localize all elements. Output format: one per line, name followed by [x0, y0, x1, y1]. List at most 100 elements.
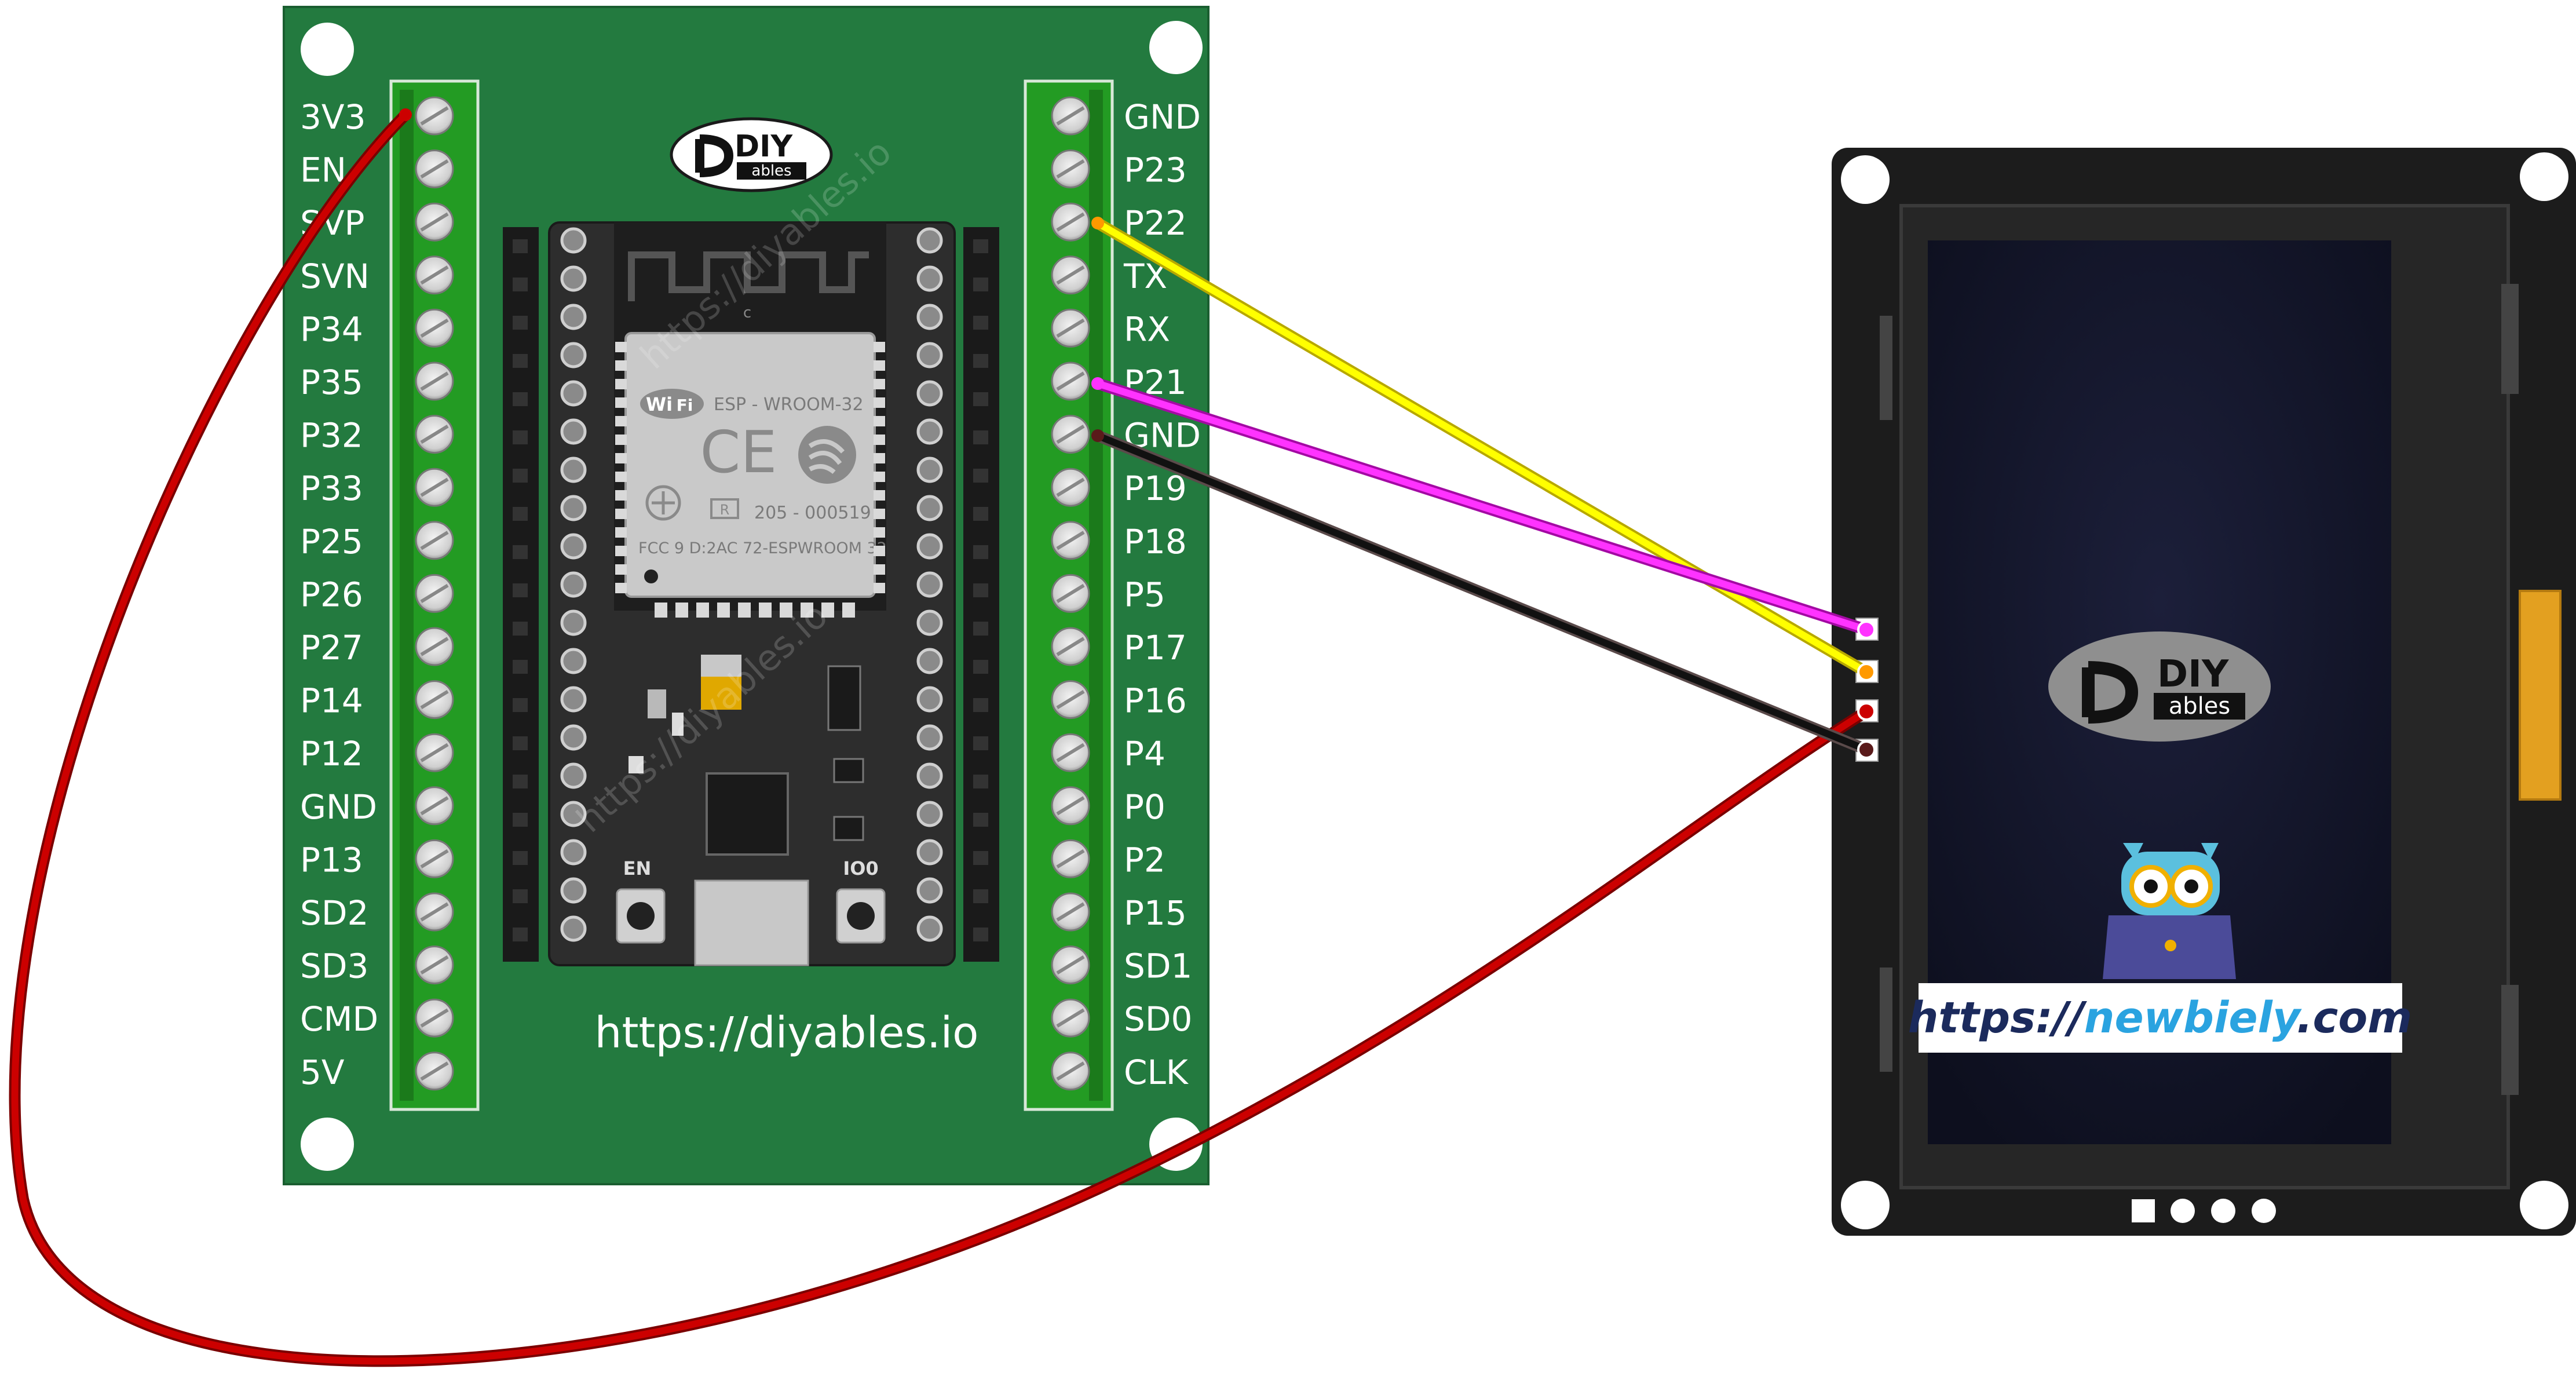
- screw-terminal-p0[interactable]: [1051, 786, 1090, 826]
- header-pin: [973, 928, 988, 941]
- header-pin: [513, 660, 528, 674]
- left-pin-label: 3V3: [300, 97, 366, 137]
- devkit-pin-hole: [916, 801, 943, 827]
- screw-terminal-svp[interactable]: [415, 202, 454, 242]
- module-pad: [615, 379, 627, 389]
- screw-terminal-p12[interactable]: [415, 733, 454, 772]
- screw-terminal-p2[interactable]: [1051, 839, 1090, 878]
- devkit-pin-hole: [560, 342, 587, 368]
- antenna-mark: c: [743, 304, 751, 322]
- screw-terminal-sd0[interactable]: [1051, 998, 1090, 1038]
- newbiely-url-name: newbiely: [2084, 993, 2302, 1043]
- screw-terminal-svn[interactable]: [415, 255, 454, 295]
- module-pad: [874, 342, 885, 352]
- header-pin: [973, 736, 988, 750]
- module-pad: [874, 583, 885, 593]
- screw-terminal-gnd[interactable]: [415, 786, 454, 826]
- owl-mascot-icon: [2103, 843, 2236, 979]
- board-url: https://diyables.io: [595, 1008, 979, 1058]
- screw-terminal-sd3[interactable]: [415, 945, 454, 985]
- right-terminal-rail: [1089, 90, 1103, 1101]
- devkit-pin-hole: [916, 915, 943, 942]
- left-pin-label: 5V: [300, 1053, 345, 1092]
- screw-terminal-p32[interactable]: [415, 415, 454, 454]
- left-pin-label: SD3: [300, 947, 368, 986]
- header-pins: [513, 239, 988, 941]
- screw-terminal-sd2[interactable]: [415, 892, 454, 932]
- right-pin-label: SD1: [1124, 947, 1192, 986]
- right-pin-label: P5: [1124, 575, 1165, 614]
- led-1: [629, 756, 644, 773]
- screw-terminal-clk[interactable]: [1051, 1052, 1090, 1091]
- right-pin-label: P0: [1124, 787, 1165, 827]
- header-pin: [973, 889, 988, 903]
- left-pin-label: SVN: [300, 257, 370, 296]
- vcc-wire-end-oled: [1857, 702, 1876, 721]
- left-pin-label: SD2: [300, 893, 368, 933]
- header-pin: [973, 469, 988, 483]
- screw-terminal-p19[interactable]: [1051, 468, 1090, 507]
- module-pad: [874, 379, 885, 389]
- usb-uart-chip: [706, 772, 789, 856]
- header-pin: [513, 469, 528, 483]
- devkit-pin-hole: [916, 609, 943, 636]
- module-pad: [874, 360, 885, 371]
- screw-terminal-p22[interactable]: [1051, 202, 1090, 242]
- gnd-wire[interactable]: [1094, 432, 1870, 753]
- en-button-label: EN: [623, 857, 652, 879]
- r-mark-box: [710, 498, 739, 519]
- module-pad: [874, 416, 885, 426]
- header-pin: [513, 239, 528, 253]
- en-button[interactable]: [616, 888, 666, 944]
- screw-terminal-p21[interactable]: [1051, 362, 1090, 401]
- usb-port[interactable]: [694, 879, 809, 966]
- devkit-pin-hole: [916, 342, 943, 368]
- screw-terminal-cmd[interactable]: [415, 998, 454, 1038]
- module-pad: [874, 527, 885, 538]
- screw-terminal-sd1[interactable]: [1051, 945, 1090, 985]
- transistor-2: [833, 816, 864, 841]
- screw-terminal-p13[interactable]: [415, 839, 454, 878]
- screw-terminal-p17[interactable]: [1051, 627, 1090, 666]
- screw-terminal-p15[interactable]: [1051, 892, 1090, 932]
- screw-terminal-rx[interactable]: [1051, 308, 1090, 348]
- devkit-pin-hole: [916, 877, 943, 904]
- header-pin: [973, 775, 988, 788]
- screw-terminal-p27[interactable]: [415, 627, 454, 666]
- right-pin-label: SD0: [1124, 999, 1192, 1039]
- screw-terminal-p14[interactable]: [415, 680, 454, 720]
- screw-terminal-p34[interactable]: [415, 308, 454, 348]
- screw-terminal-p4[interactable]: [1051, 733, 1090, 772]
- left-pin-label: P26: [300, 575, 363, 614]
- module-pad: [615, 435, 627, 445]
- right-pin-label: GND: [1124, 97, 1201, 137]
- ce-mark: CE: [700, 418, 777, 486]
- header-pin: [513, 507, 528, 521]
- screw-terminal-5v[interactable]: [415, 1052, 454, 1091]
- screw-terminal-3v3[interactable]: [415, 96, 454, 136]
- scl-wire[interactable]: [1094, 220, 1870, 676]
- sda-wire[interactable]: [1094, 380, 1870, 633]
- gnd-wire-end-oled: [1857, 740, 1876, 759]
- module-pad: [874, 453, 885, 463]
- io0-button[interactable]: [836, 888, 886, 944]
- screw-terminal-p33[interactable]: [415, 468, 454, 507]
- screw-terminal-p16[interactable]: [1051, 680, 1090, 720]
- module-castellated-pads: [615, 342, 885, 618]
- sda-wire-end-board: [1091, 377, 1104, 390]
- screw-terminal-p23[interactable]: [1051, 149, 1090, 189]
- left-pin-label: P12: [300, 734, 363, 773]
- screw-terminal-p26[interactable]: [415, 574, 454, 613]
- oled-bottom-pad-1: [2132, 1199, 2155, 1222]
- screw-terminal-en[interactable]: [415, 149, 454, 189]
- screw-terminal-p25[interactable]: [415, 521, 454, 560]
- screw-terminal-p18[interactable]: [1051, 521, 1090, 560]
- devkit-pin-hole: [916, 380, 943, 407]
- screw-terminal-gnd[interactable]: [1051, 415, 1090, 454]
- esp32-breakout-board: 3V3ENSVPSVNP34P35P32P33P25P26P27P14P12GN…: [283, 6, 1210, 1185]
- devkit-pin-hole: [916, 495, 943, 521]
- screw-terminal-p35[interactable]: [415, 362, 454, 401]
- screw-terminal-p5[interactable]: [1051, 574, 1090, 613]
- screw-terminal-gnd[interactable]: [1051, 96, 1090, 136]
- screw-terminal-tx[interactable]: [1051, 255, 1090, 295]
